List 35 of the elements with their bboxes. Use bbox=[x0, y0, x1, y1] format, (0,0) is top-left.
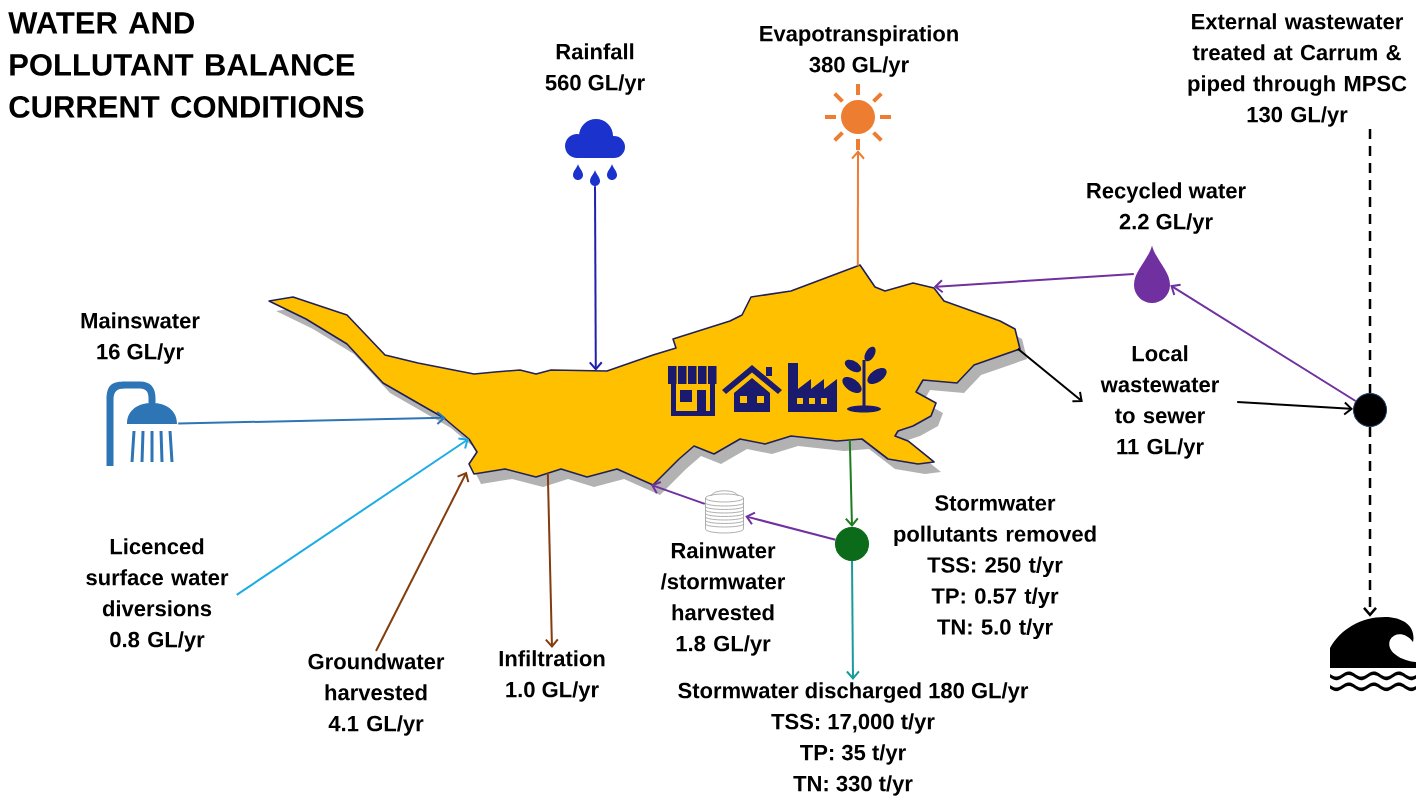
dashed-arrow bbox=[1363, 427, 1377, 617]
dashed-line bbox=[1368, 128, 1372, 393]
arrow bbox=[1016, 347, 1083, 403]
wave-icon bbox=[1330, 617, 1416, 692]
flow-label: Rainwater /stormwater harvested 1.8 GL/yr bbox=[660, 542, 786, 656]
arrow bbox=[844, 438, 859, 527]
flow-label: Stormwater discharged 180 GL/yr TSS: 17,000 t/yr TP: 35 t/yr TN: 330 t/yr bbox=[678, 682, 1029, 796]
flow-label: Groundwater harvested 4.1 GL/yr bbox=[308, 653, 445, 736]
arrow bbox=[933, 273, 1135, 294]
arrow bbox=[235, 437, 469, 596]
arrow bbox=[177, 411, 446, 425]
arrow bbox=[1236, 400, 1354, 416]
flow-label: External wastewater treated at Carrum & piped through MPSC 130 GL/yr bbox=[1188, 13, 1407, 127]
flow-label: Mainswater 16 GL/yr bbox=[81, 312, 200, 364]
flow-label: Licenced surface water diversions 0.8 GL/yr bbox=[86, 538, 229, 652]
node-label: TSS: 250 t/yr bbox=[927, 556, 1063, 578]
flow-label: Local wastewater to sewer 11 GL/yr bbox=[1100, 345, 1219, 459]
node-label: TP: 0.57 t/yr bbox=[931, 587, 1059, 609]
node-label: Stormwater pollutants removed bbox=[894, 495, 1096, 547]
flow-label: Recycled water 2.2 GL/yr bbox=[1087, 182, 1246, 234]
node-label: TN: 5.0 t/yr bbox=[937, 618, 1053, 640]
flow-label: Stormwater pollutants removed TSS: 250 t/yr TP: 0.57 t/yr TN: 5.0 t/yr bbox=[894, 495, 1096, 640]
arrow bbox=[588, 185, 603, 371]
junction-dot bbox=[1353, 393, 1387, 427]
title: WATER AND POLLUTANT BALANCE CURRENT CONDITIONS bbox=[8, 12, 364, 118]
arrow bbox=[375, 471, 470, 652]
arrow bbox=[650, 481, 706, 505]
arrow bbox=[745, 511, 837, 541]
arrow bbox=[851, 150, 865, 267]
flow-label: Infiltration 1.0 GL/yr bbox=[499, 650, 605, 702]
flow-label: Evapotranspiration 380 GL/yr bbox=[760, 25, 958, 77]
flow-label: Rainfall 560 GL/yr bbox=[545, 43, 645, 95]
arrow bbox=[1170, 283, 1357, 402]
arrow bbox=[544, 471, 559, 648]
arrow bbox=[845, 560, 860, 680]
